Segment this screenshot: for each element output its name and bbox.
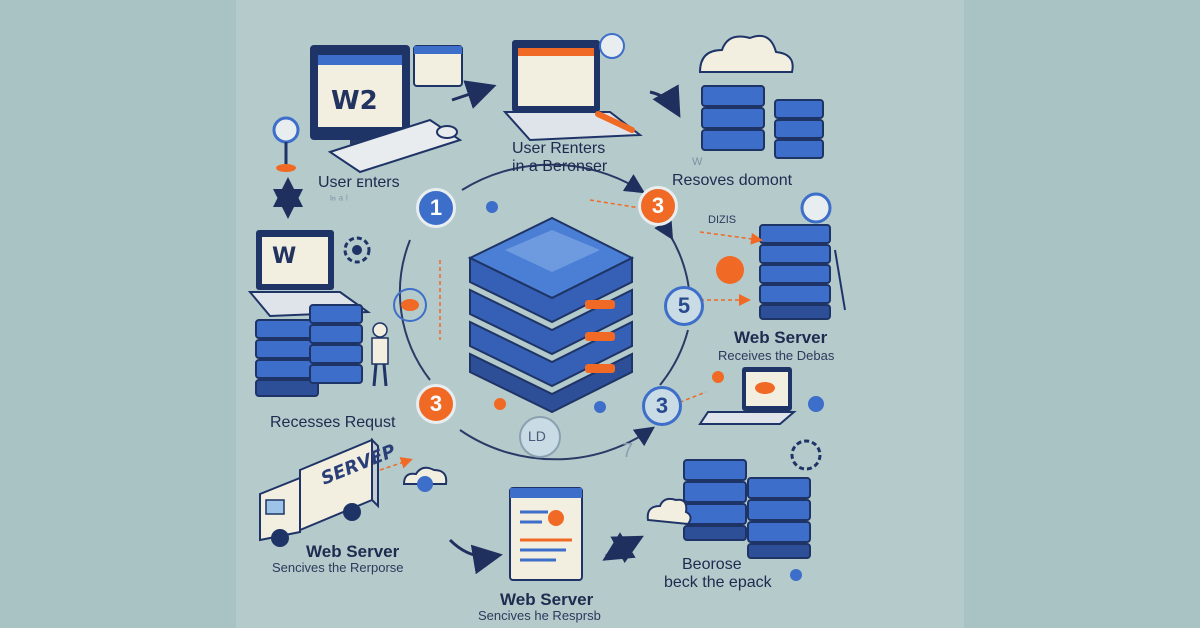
desktop-computer: [310, 45, 463, 174]
flow-arrows: [273, 80, 681, 575]
step-badge-1: 1: [416, 188, 456, 228]
label-back-the-epack: beck the epack: [664, 574, 772, 591]
label-sends-bottom-left: Sencives the Rerporse: [272, 560, 404, 575]
lamp-icon: [272, 116, 300, 172]
label-resolves-domain: Resoves domont: [672, 172, 793, 189]
monitor-screen-label: W2: [331, 86, 378, 116]
label-receives-right: Receives the Debas: [718, 348, 835, 363]
laptop-screen-label: W: [272, 244, 297, 269]
label-resolves-faint: W: [692, 156, 703, 168]
device-badge: [519, 416, 561, 458]
label-recesses-request: Recesses Requst: [270, 414, 396, 431]
globe-icon: [393, 288, 427, 322]
central-server-stack: [467, 216, 635, 414]
label-in-a-browser: in a Beronser: [512, 158, 608, 175]
label-dns-tag: DIZIS: [708, 214, 737, 226]
right-server-stack: [716, 192, 846, 320]
step-badge-3-left: 3: [416, 384, 456, 424]
label-user-enters-left: User ᴇnters: [318, 174, 400, 191]
laptop-top: [502, 33, 643, 142]
label-web-server-right: Web Server: [734, 328, 828, 347]
label-user-enters-left-faint: ᴵⁿ ᵃ ˡ: [330, 194, 348, 206]
laptop-right: [698, 367, 824, 425]
cycle-ring: [398, 163, 691, 461]
label-sends-bottom: Sencives he Resprsb: [478, 608, 601, 623]
gear-icon: [352, 245, 362, 255]
label-user-renters-top: User Rᴇnters: [512, 140, 606, 157]
left-workstation: [247, 230, 389, 397]
browser-window: [509, 487, 583, 581]
step-badge-3-right: 3: [642, 386, 682, 426]
label-web-server-bottom-left: Web Server: [306, 542, 400, 561]
bottom-right-servers: [646, 439, 822, 559]
delivery-truck: [259, 437, 448, 547]
step-badge-3-top: 3: [638, 186, 678, 226]
label-web-server-bottom: Web Server: [500, 590, 594, 609]
step-badge-5: 5: [664, 286, 704, 326]
step-badge-7: 7: [622, 440, 634, 462]
cloud-server-group: [698, 34, 824, 159]
pin-icon: [486, 201, 802, 581]
label-browse-back: Beorose: [682, 556, 742, 573]
device-label: LD: [528, 428, 546, 444]
